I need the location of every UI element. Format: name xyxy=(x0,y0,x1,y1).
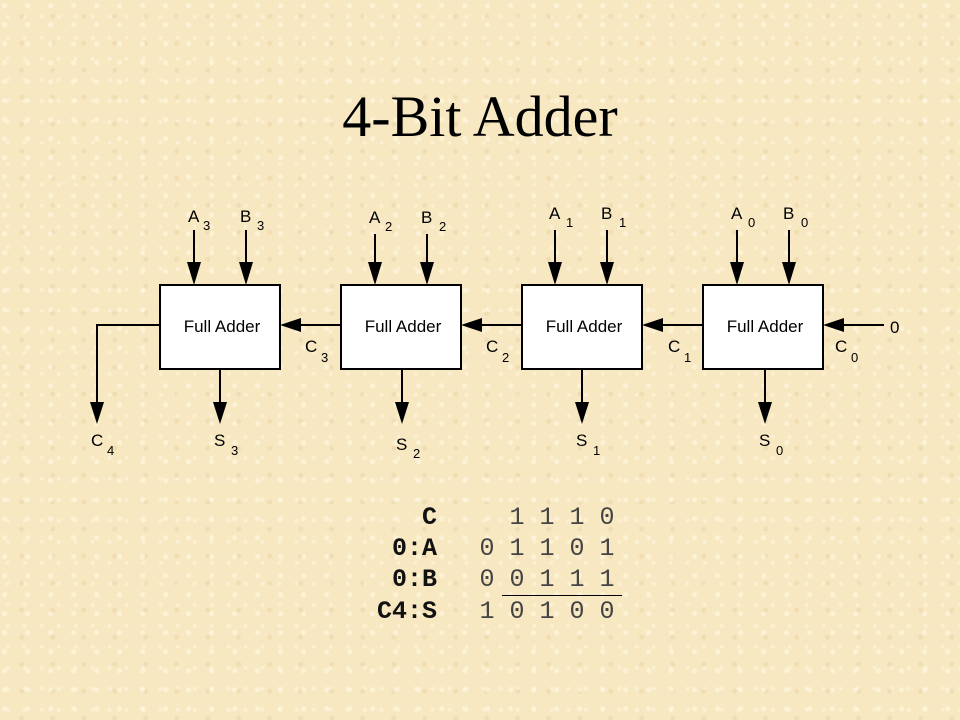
b1-label: B xyxy=(601,204,612,223)
s1-label: S xyxy=(576,431,587,450)
b0-subscript: 0 xyxy=(801,215,808,230)
binary-addition-table: C 1 1 1 0 0:A 0 1 1 0 1 0:B 0 0 1 1 1 C4… xyxy=(355,502,622,627)
c2-label: C xyxy=(486,337,498,356)
carry-c3: C 3 xyxy=(280,318,341,365)
s1-subscript: 1 xyxy=(593,443,600,458)
b1-subscript: 1 xyxy=(619,215,626,230)
bit: 0 xyxy=(502,564,532,596)
c1-label: C xyxy=(668,337,680,356)
bit: 0 xyxy=(599,597,615,626)
carry-out-c4: C 4 xyxy=(90,324,160,458)
full-adder-3-label: Full Adder xyxy=(184,317,261,336)
c3-label: C xyxy=(305,337,317,356)
row-label-a: 0:A xyxy=(391,534,437,563)
a1-subscript: 1 xyxy=(566,215,573,230)
bit: 1 xyxy=(509,503,525,532)
carry-c1: C 1 xyxy=(642,318,703,365)
bit: 1 xyxy=(539,503,555,532)
full-adder-2: Full Adder A 2 B 2 S 2 xyxy=(340,208,462,461)
c1-subscript: 1 xyxy=(684,350,691,365)
s0-subscript: 0 xyxy=(776,443,783,458)
full-adder-0: Full Adder A 0 B 0 S 0 xyxy=(702,204,824,458)
carry-row: C 1 1 1 0 xyxy=(355,502,622,533)
s2-label: S xyxy=(396,435,407,454)
operand-b-row: 0:B 0 0 1 1 1 xyxy=(355,564,622,596)
slide-title: 4-Bit Adder xyxy=(342,84,618,149)
bit: 1 xyxy=(562,564,592,596)
c0-label: C xyxy=(835,337,847,356)
bit xyxy=(472,502,502,533)
row-label-carry: C xyxy=(421,503,437,532)
a2-label: A xyxy=(369,208,381,227)
a0-subscript: 0 xyxy=(748,215,755,230)
b2-label: B xyxy=(421,208,432,227)
bit: 1 xyxy=(592,564,622,596)
b3-subscript: 3 xyxy=(257,218,264,233)
bit: 0 xyxy=(599,503,615,532)
b3-label: B xyxy=(240,207,251,226)
bit: 1 xyxy=(599,534,615,563)
a0-label: A xyxy=(731,204,743,223)
full-adder-1-label: Full Adder xyxy=(546,317,623,336)
operand-a-row: 0:A 0 1 1 0 1 xyxy=(355,533,622,564)
bit: 0 xyxy=(509,597,525,626)
a1-label: A xyxy=(549,204,561,223)
s3-label: S xyxy=(214,431,225,450)
bit: 0 xyxy=(569,597,585,626)
a2-subscript: 2 xyxy=(385,219,392,234)
bit: 0 xyxy=(479,534,495,563)
c4-subscript: 4 xyxy=(107,443,114,458)
b2-subscript: 2 xyxy=(439,219,446,234)
a3-subscript: 3 xyxy=(203,218,210,233)
s0-label: S xyxy=(759,431,770,450)
bit: 0 xyxy=(479,565,495,594)
bit: 1 xyxy=(539,534,555,563)
bit: 1 xyxy=(509,534,525,563)
c3-subscript: 3 xyxy=(321,350,328,365)
c2-subscript: 2 xyxy=(502,350,509,365)
carry-c2: C 2 xyxy=(461,318,522,365)
b0-label: B xyxy=(783,204,794,223)
sum-row: C4:S 1 0 1 0 0 xyxy=(355,596,622,627)
full-adder-1: Full Adder A 1 B 1 S 1 xyxy=(521,204,643,458)
row-label-sum: C4:S xyxy=(376,597,437,626)
c4-label: C xyxy=(91,431,103,450)
bit: 1 xyxy=(479,597,495,626)
c0-subscript: 0 xyxy=(851,350,858,365)
bit: 0 xyxy=(569,534,585,563)
full-adder-3: Full Adder A 3 B 3 S 3 xyxy=(159,207,281,458)
bit: 1 xyxy=(532,564,562,596)
s2-subscript: 2 xyxy=(413,446,420,461)
bit: 1 xyxy=(539,597,555,626)
s3-subscript: 3 xyxy=(231,443,238,458)
full-adder-2-label: Full Adder xyxy=(365,317,442,336)
bit: 1 xyxy=(569,503,585,532)
carry-in-c0: 0 C 0 xyxy=(823,318,899,365)
full-adder-0-label: Full Adder xyxy=(727,317,804,336)
a3-label: A xyxy=(188,207,200,226)
row-label-b: 0:B xyxy=(391,565,437,594)
carry-in-value: 0 xyxy=(890,318,899,337)
